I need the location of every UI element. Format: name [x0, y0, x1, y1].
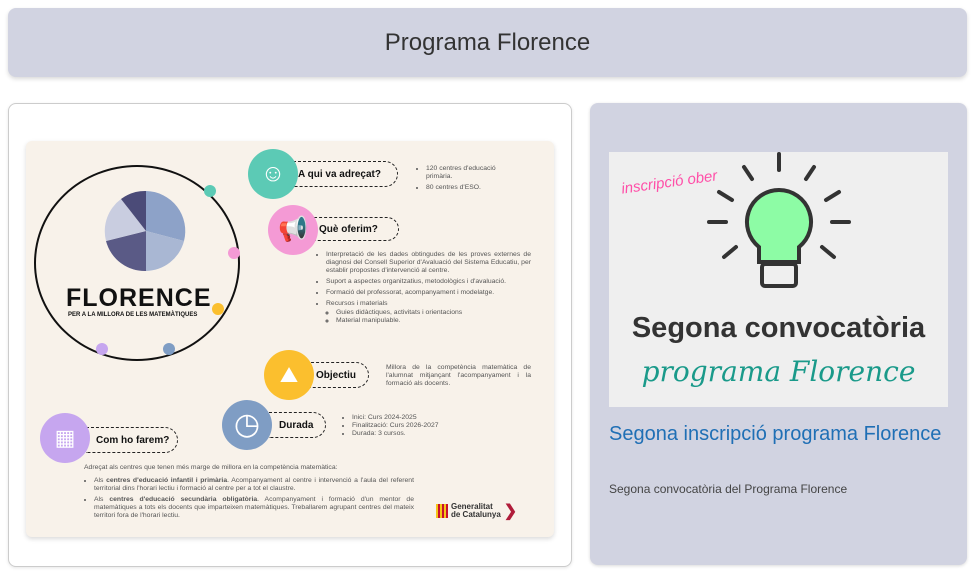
florence-logo-icon [104, 190, 186, 272]
promo-description: Segona convocatòria del Programa Florenc… [609, 482, 848, 496]
infographic-card[interactable]: FLORENCE PER A LA MILLORA DE LES MATEMÀT… [8, 103, 572, 567]
promo-card[interactable]: inscripció ober Segona convocatòria prog… [590, 103, 967, 565]
who-list: 120 centres d'educació primària.80 centr… [416, 165, 516, 195]
page-header: Programa Florence [8, 8, 967, 77]
logo-ring [34, 165, 240, 361]
goal-text: Millora de la competència matemàtica de … [386, 364, 531, 387]
offer-list: Interpretació de les dades obtingudes de… [316, 251, 531, 328]
promo-heading: Segona convocatòria [631, 312, 926, 344]
promo-script: programa Florence [641, 355, 916, 388]
florence-infographic: FLORENCE PER A LA MILLORA DE LES MATEMÀT… [26, 141, 554, 537]
dot-blue [163, 343, 175, 355]
logo-title: FLORENCE [66, 284, 212, 312]
goal-pill: Objectiu [306, 362, 369, 388]
clock-icon: ◷ [222, 400, 272, 450]
duration-list: Inici: Curs 2024-2025Finalització: Curs … [342, 414, 462, 438]
dot-yellow [212, 303, 224, 315]
logo-subtitle: PER A LA MILLORA DE LES MATEMÀTIQUES [68, 312, 198, 318]
who-pill: A qui va adreçat? [288, 161, 398, 187]
promo-title-link[interactable]: Segona inscripció programa Florence [609, 423, 942, 445]
dot-pink [228, 247, 240, 259]
lightbulb-icon [707, 152, 851, 288]
duration-pill: Durada [269, 412, 326, 438]
how-pill: Com ho farem? [86, 427, 178, 453]
how-list: Als centres d'educació infantil i primàr… [84, 477, 414, 523]
dot-teal [204, 185, 216, 197]
dot-lilac [96, 343, 108, 355]
page-title: Programa Florence [384, 28, 591, 56]
megaphone-icon: 📢 [268, 205, 318, 255]
how-intro: Adreçat als centres que tenen més marge … [84, 464, 338, 471]
offer-pill: Què oferim? [309, 217, 399, 241]
mountain-flag-icon: ⛰ [264, 350, 314, 400]
blueprint-icon: ▦ [40, 413, 90, 463]
people-icon: ☺ [248, 149, 298, 199]
promo-image[interactable]: inscripció ober Segona convocatòria prog… [609, 152, 948, 407]
